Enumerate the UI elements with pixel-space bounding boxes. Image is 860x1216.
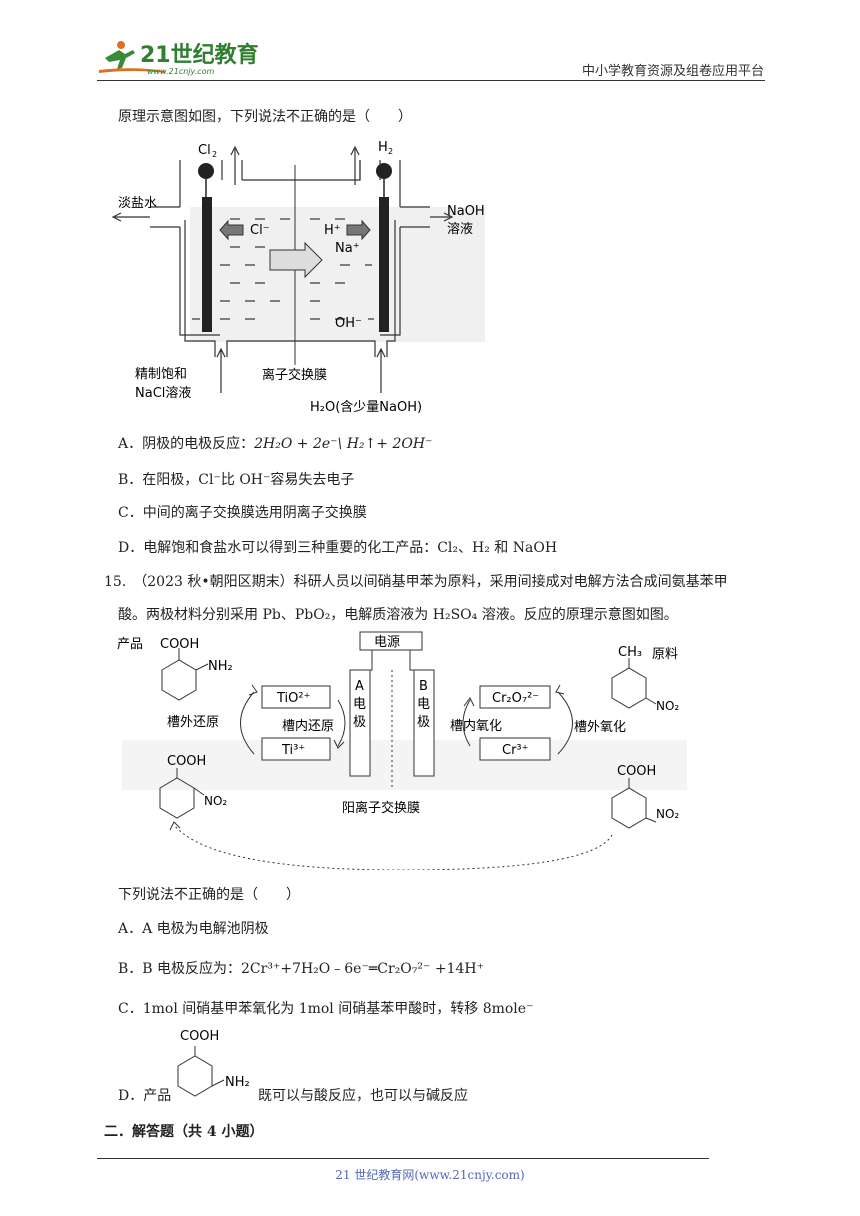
q15-stem-line-1: 15. （2023 秋•朝阳区期末）科研人员以间硝基甲苯为原料，采用间接成对电解… — [104, 574, 728, 590]
na-ion-label: Na⁺ — [335, 241, 360, 256]
q14-option-a: A．阴极的电极反应：2H₂O + 2e⁻\ H₂↑+ 2OH⁻ — [118, 433, 432, 453]
optd-cooh: COOH — [180, 1029, 219, 1044]
optd-nh2: NH₂ — [225, 1075, 250, 1090]
inlet-label-2: NaCl溶液 — [135, 386, 191, 401]
q15-option-c: C．1mol 间硝基甲苯氧化为 1mol 间硝基苯甲酸时，转移 8mole⁻ — [118, 1001, 534, 1017]
product-cooh: COOH — [160, 637, 199, 652]
right-cooh: COOH — [617, 764, 656, 779]
q14-intro: 原理示意图如图，下列说法不正确的是（ ） — [118, 109, 412, 125]
ch3-label: CH₃ — [618, 645, 642, 660]
cl2-label: Cl — [198, 143, 211, 158]
inlet-label-1: 精制饱和 — [135, 367, 187, 382]
raw-no2: NO₂ — [656, 699, 679, 713]
q15-stem-line-2: 酸。两极材料分别采用 Pb、PbO₂，电解质溶液为 H₂SO₄ 溶液。反应的原理… — [118, 607, 678, 623]
cl-ion-label: Cl⁻ — [250, 223, 270, 238]
right-no2: NO₂ — [656, 807, 679, 821]
footer-divider — [97, 1158, 709, 1159]
q14-option-c: C．中间的离子交换膜选用阴离子交换膜 — [118, 505, 367, 521]
tio-label: TiO²⁺ — [276, 691, 310, 706]
inner-oxidation-label: 槽内氧化 — [450, 718, 502, 734]
dilute-brine-label: 淡盐水 — [118, 196, 157, 211]
site-logo: 21世纪教育 www.21cnjy.com — [99, 41, 259, 76]
svg-text:2: 2 — [212, 150, 217, 159]
cation-membrane-label: 阳离子交换膜 — [342, 800, 420, 816]
electrode-b-char-1: B — [419, 679, 428, 694]
h-ion-label: H⁺ — [324, 223, 341, 238]
electrode-a-char-3: 极 — [353, 715, 366, 730]
q15-option-b: B．B 电极反应为：2Cr³⁺+7H₂O﹣6e⁻═Cr₂O₇²⁻ +14H⁺ — [118, 961, 484, 977]
cr2o7-label: Cr₂O₇²⁻ — [492, 691, 539, 706]
naoh-out-label: NaOH — [447, 204, 485, 219]
aminobenzoic-acid-structure: COOH NH₂ — [177, 1029, 250, 1097]
electrode-b-char-2: 电 — [417, 697, 430, 712]
q14-option-a-equation: 2H₂O + 2e⁻\ H₂↑+ 2OH⁻ — [254, 436, 433, 452]
inner-reduction-label: 槽内还原 — [282, 718, 334, 734]
water-inlet-label: H₂O(含少量NaOH) — [310, 399, 422, 415]
naoh-solution-label: 溶液 — [447, 222, 473, 237]
footer-text: 21 世纪教育网(www.21cnjy.com) — [335, 1168, 525, 1182]
q15-question: 下列说法不正确的是（ ） — [118, 887, 300, 903]
logo-url-text: www.21cnjy.com — [147, 67, 214, 76]
outer-reduction-label: 槽外还原 — [167, 715, 219, 730]
svg-text:2: 2 — [388, 147, 393, 156]
q14-option-b: B．在阳极，Cl⁻比 OH⁻容易失去电子 — [118, 472, 355, 488]
left-no2: NO₂ — [204, 794, 227, 808]
electrode-b-char-3: 极 — [417, 715, 430, 730]
oh-ion-label: OH⁻ — [335, 316, 362, 331]
membrane-label: 离子交换膜 — [262, 367, 327, 383]
logo-main-text: 21世纪教育 — [140, 42, 259, 68]
product-nh2: NH₂ — [208, 659, 233, 674]
electrode-a-char-1: A — [355, 679, 364, 694]
paired-electrolysis-diagram: 产品 COOH NH₂ COOH NO₂ 电源 A 电 极 B 电 极 阳离子交… — [117, 631, 687, 870]
q15-option-a: A．A 电极为电解池阴极 — [118, 921, 269, 937]
power-label: 电源 — [374, 635, 400, 650]
ti3-label: Ti³⁺ — [281, 743, 305, 758]
h2-label: H — [378, 140, 388, 155]
q15-option-d-prefix: D．产品 — [118, 1088, 172, 1104]
header-platform-text: 中小学教育资源及组卷应用平台 — [581, 64, 764, 79]
left-cooh: COOH — [167, 754, 206, 769]
header-divider — [97, 80, 765, 81]
section-2-heading: 二．解答题（共 4 小题） — [104, 1124, 264, 1140]
cr3-label: Cr³⁺ — [502, 743, 529, 758]
q15-option-d-suffix: 既可以与酸反应，也可以与碱反应 — [258, 1088, 468, 1104]
outer-oxidation-label: 槽外氧化 — [574, 720, 626, 735]
q14-option-d: D．电解饱和食盐水可以得到三种重要的化工产品：Cl₂、H₂ 和 NaOH — [118, 540, 558, 556]
product-label: 产品 — [117, 637, 143, 652]
raw-material-label: 原料 — [652, 647, 678, 662]
electrode-a-char-2: 电 — [353, 697, 366, 712]
q14-option-a-prefix: A．阴极的电极反应： — [118, 436, 255, 452]
